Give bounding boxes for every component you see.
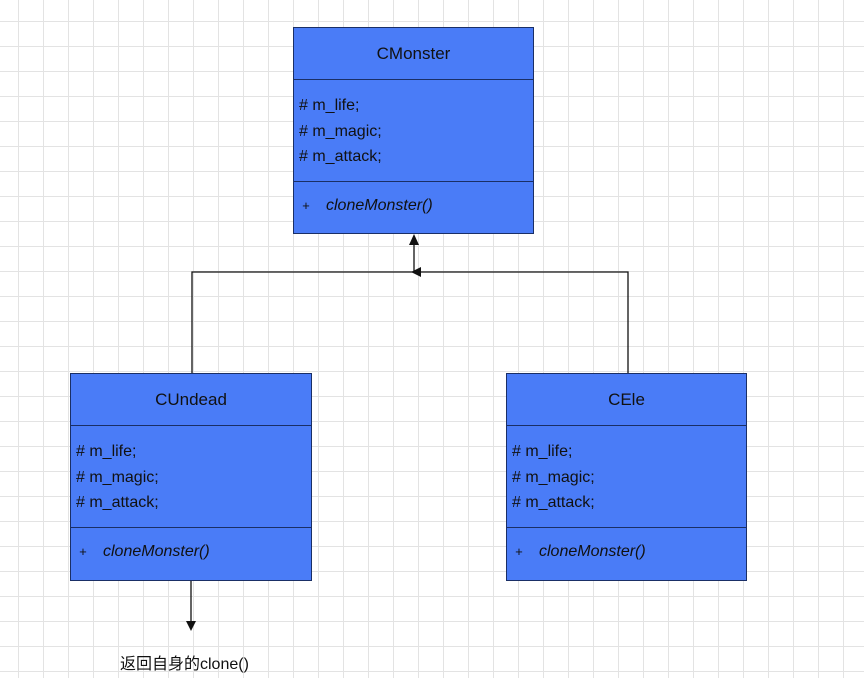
- attribute-m-attack: # m_attack;: [299, 148, 382, 165]
- attribute-compartment: # m_life; # m_magic; # m_attack;: [294, 80, 533, 182]
- note-return-clone: 返回自身的clone(): [120, 656, 249, 673]
- method-clone-monster: cloneMonster(): [326, 197, 433, 214]
- attribute-m-magic: # m_magic;: [512, 468, 595, 486]
- attribute-m-life: # m_life;: [512, 443, 573, 460]
- attribute-m-attack: # m_attack;: [512, 494, 595, 511]
- class-name: CEle: [507, 374, 746, 426]
- attribute-m-magic: # m_magic;: [76, 468, 159, 486]
- arrowhead-down: [186, 621, 196, 631]
- arrowhead-up: [409, 234, 419, 245]
- attribute-m-life: # m_life;: [299, 97, 360, 114]
- inheritance-line-ele: [418, 271, 629, 373]
- method-compartment: + cloneMonster(): [507, 528, 746, 580]
- method-visibility: +: [79, 544, 87, 559]
- method-clone-monster: cloneMonster(): [103, 543, 210, 560]
- method-clone-monster: cloneMonster(): [539, 543, 646, 560]
- class-cmonster[interactable]: CMonster # m_life; # m_magic; # m_attack…: [293, 27, 534, 234]
- method-compartment: + cloneMonster(): [71, 528, 311, 580]
- attribute-m-attack: # m_attack;: [76, 494, 159, 511]
- arrowhead-left: [411, 267, 421, 277]
- method-compartment: + cloneMonster(): [294, 182, 533, 234]
- class-name: CUndead: [71, 374, 311, 426]
- method-visibility: +: [302, 198, 310, 213]
- attribute-m-life: # m_life;: [76, 443, 137, 460]
- inheritance-line-undead: [191, 240, 415, 373]
- attribute-compartment: # m_life; # m_magic; # m_attack;: [71, 426, 311, 528]
- class-name: CMonster: [294, 28, 533, 80]
- class-cele[interactable]: CEle # m_life; # m_magic; # m_attack; + c…: [506, 373, 747, 581]
- method-visibility: +: [515, 544, 523, 559]
- class-cundead[interactable]: CUndead # m_life; # m_magic; # m_attack;…: [70, 373, 312, 581]
- attribute-compartment: # m_life; # m_magic; # m_attack;: [507, 426, 746, 528]
- attribute-m-magic: # m_magic;: [299, 122, 382, 140]
